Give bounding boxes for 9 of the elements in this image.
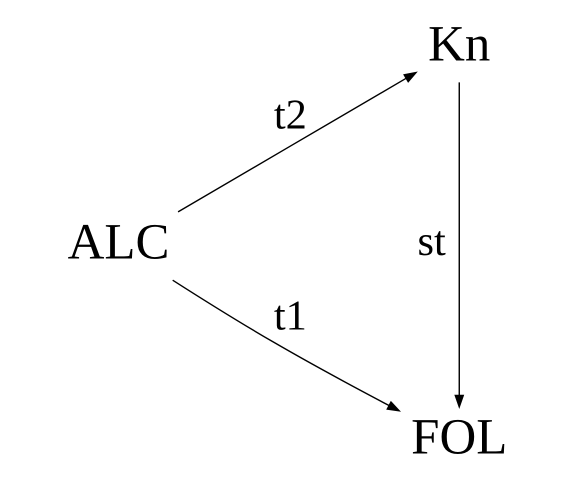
node-text: FOL [411,409,508,466]
edge-label: t1 [274,292,307,340]
node-text: ALC [68,214,170,270]
arrow [172,280,402,412]
arrow [454,82,464,409]
edge-label: st [418,218,446,266]
arrow [178,71,418,212]
node-text: Kn [428,16,490,72]
edge-label: t2 [274,92,307,139]
